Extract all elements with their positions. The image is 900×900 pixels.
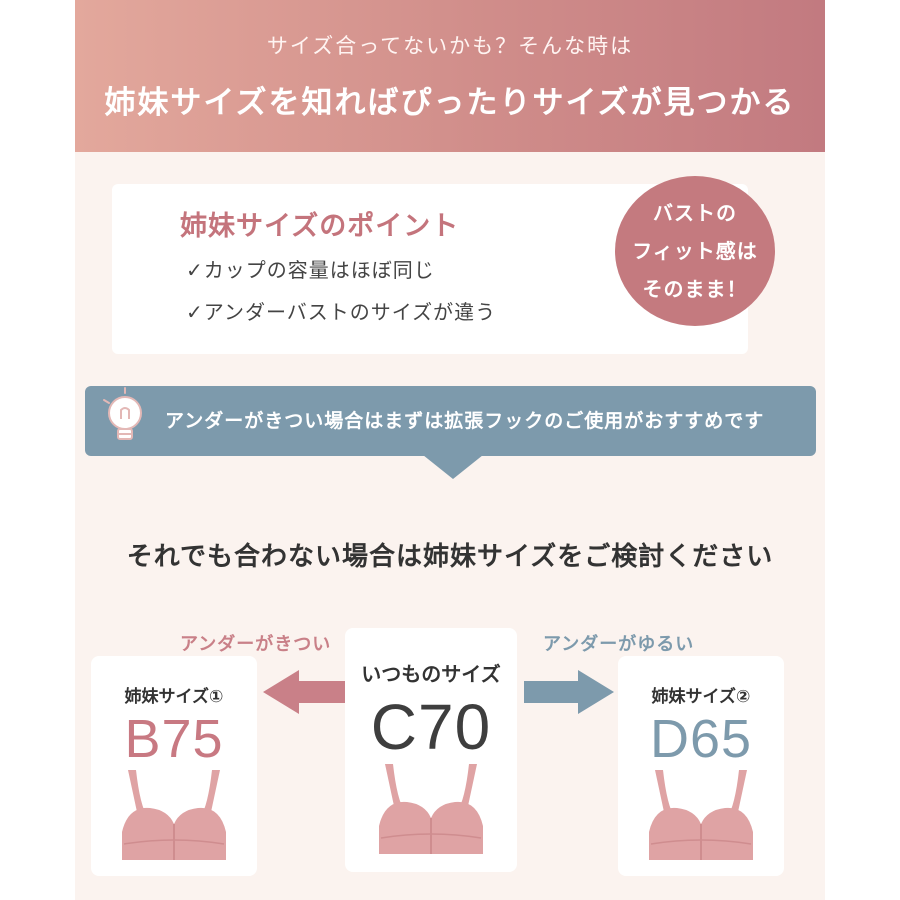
point-item-underbust: ✓アンダーバストのサイズが違う xyxy=(186,300,497,324)
tip-pointer xyxy=(423,455,483,479)
size-card-label: いつものサイズ xyxy=(361,662,501,686)
bra-illustration xyxy=(122,770,226,860)
arrow-label-tight: アンダーがきつい xyxy=(180,634,332,655)
size-value: C70 xyxy=(370,691,492,763)
arrow-right-icon xyxy=(524,670,614,714)
badge-line: フィット感は xyxy=(632,239,758,263)
size-card-usual: いつものサイズ C70 xyxy=(345,628,517,872)
size-value: B75 xyxy=(124,709,224,769)
arrow-left-icon xyxy=(263,670,353,714)
bra-illustration xyxy=(379,764,483,854)
points-title: 姉妹サイズのポイント xyxy=(180,211,460,242)
arrow-label-loose: アンダーがゆるい xyxy=(543,634,695,655)
header-title: 姉妹サイズを知ればぴったりサイズが見つかる xyxy=(104,85,796,121)
size-card-sister-1: 姉妹サイズ① B75 xyxy=(91,656,257,876)
bra-illustration xyxy=(649,770,753,860)
point-item-capacity: ✓カップの容量はほぼ同じ xyxy=(186,258,435,282)
header-subtitle: サイズ合ってないかも？そんな時は xyxy=(266,34,634,58)
page-panel: サイズ合ってないかも？そんな時は 姉妹サイズを知ればぴったりサイズが見つかる 姉… xyxy=(75,0,825,900)
badge-line: バストの xyxy=(653,201,737,225)
tip-banner: アンダーがきつい場合はまずは拡張フックのご使用がおすすめです xyxy=(85,386,816,456)
fit-badge: バストの フィット感は そのまま！ xyxy=(615,176,775,326)
size-card-sister-2: 姉妹サイズ② D65 xyxy=(618,656,784,876)
lead-text: それでも合わない場合は姉妹サイズをご検討ください xyxy=(126,542,774,572)
size-card-label: 姉妹サイズ① xyxy=(124,687,224,707)
size-value: D65 xyxy=(649,709,753,769)
tip-text: アンダーがきつい場合はまずは拡張フックのご使用がおすすめです xyxy=(165,410,765,432)
badge-line: そのまま！ xyxy=(642,277,748,301)
size-card-label: 姉妹サイズ② xyxy=(651,687,751,707)
lightbulb-icon xyxy=(103,387,142,440)
header-banner: サイズ合ってないかも？そんな時は 姉妹サイズを知ればぴったりサイズが見つかる xyxy=(75,0,825,152)
